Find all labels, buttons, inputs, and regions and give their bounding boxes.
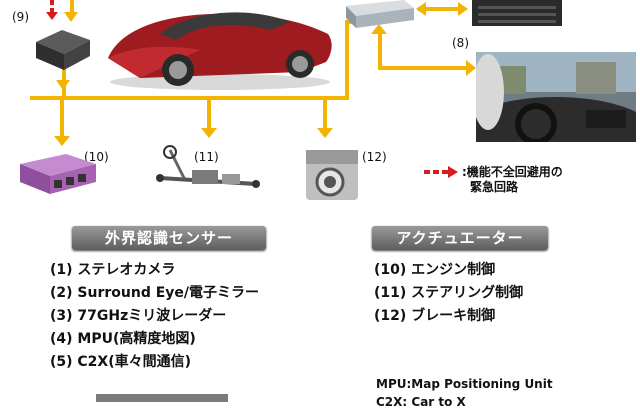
arrow-top-left [64,12,78,22]
driver-cockpit-icon [476,52,636,142]
ecu-box-icon [36,30,90,70]
steering-rack-icon [156,145,260,188]
label-9: (9) [12,10,29,24]
connector-bus-right [345,20,349,100]
sensor-item: (4) MPU(高精度地図) [50,331,196,347]
car-icon [108,12,332,90]
arrow-module-left [416,2,426,16]
connector-top-left [70,0,74,14]
emergency-legend-line1: :機能不全回避用の [462,165,563,179]
engine-ecu-icon [20,154,96,194]
actuator-item: (12) ブレーキ制御 [374,308,496,324]
connector-to-cockpit [378,66,468,70]
sensor-item: (5) C2X(車々間通信) [50,354,192,370]
footnote-mpu: MPU:Map Positioning Unit [376,377,553,391]
sensor-item: (2) Surround Eye/電子ミラー [50,285,260,301]
label-10: (10) [84,150,109,164]
actuators-title: アクチュエーター [372,226,548,250]
arrow-to-12 [317,128,333,138]
sensor-item: (3) 77GHzミリ波レーダー [50,308,227,324]
footnote-c2x: C2X: Car to X [376,395,466,409]
controller-unit-icon [346,0,414,28]
arrow-heads [46,0,476,146]
arrow-to-10 [54,136,70,146]
connector-module-right [418,7,464,11]
emergency-legend: :機能不全回避用の 緊急回路 [462,165,563,195]
label-12: (12) [362,150,387,164]
arrow-to-module [371,24,387,34]
server-module-icon [472,0,562,26]
connector-to-12 [323,96,327,130]
label-8: (8) [452,36,469,50]
arrow-module-right [458,2,468,16]
emergency-legend-arrow-icon [424,166,458,178]
connector-to-10 [60,96,64,140]
connector-to-11 [207,96,211,130]
sensors-list: (1) ステレオカメラ (2) Surround Eye/電子ミラー (3) 7… [50,259,259,374]
label-11: (11) [194,150,219,164]
actuator-item: (10) エンジン制御 [374,262,496,278]
connector-module-down [378,30,382,70]
emergency-legend-line2: 緊急回路 [470,180,519,194]
sensor-item: (1) ステレオカメラ [50,262,176,278]
sensors-title: 外界認識センサー [72,226,266,250]
connector-bus [30,96,348,100]
arrow-to-11 [201,128,217,138]
emergency-arrow-top-head [46,12,58,20]
actuator-item: (11) ステアリング制御 [374,285,524,301]
bottom-pill-partial [96,394,228,402]
brake-actuator-icon [306,150,358,200]
arrow-to-cockpit [466,60,476,76]
arrow-9-down [56,80,70,90]
actuators-list: (10) エンジン制御 (11) ステアリング制御 (12) ブレーキ制御 [374,259,523,328]
